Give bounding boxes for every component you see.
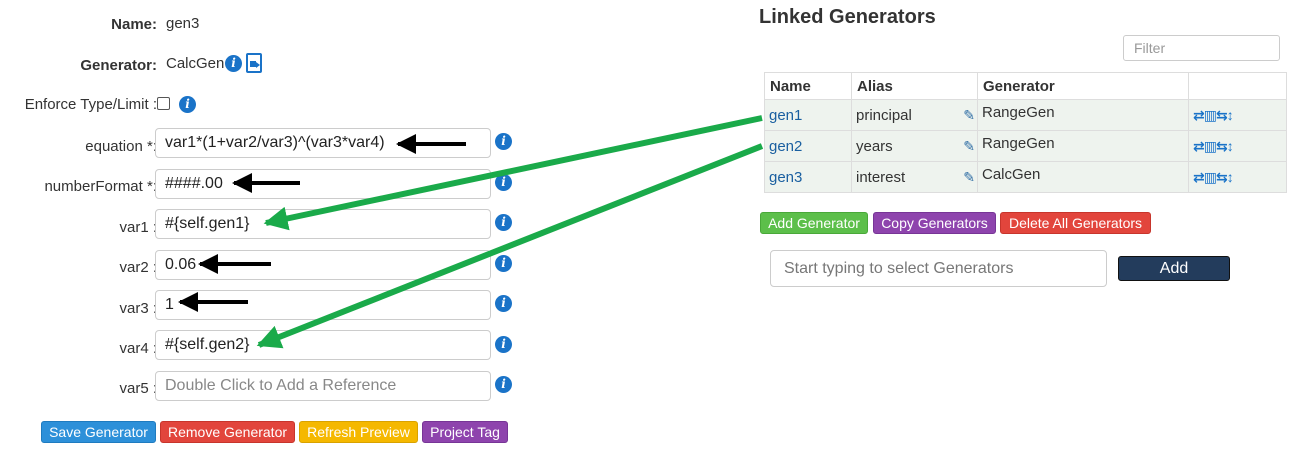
copy-generators-button[interactable]: Copy Generators (873, 212, 996, 234)
column-header-generator[interactable]: Generator (977, 72, 1189, 100)
pencil-icon[interactable]: ✎ (963, 107, 975, 123)
table-row: gen2 years ✎ RangeGen ⇄▥⇆↕ (764, 130, 1287, 162)
filter-input[interactable] (1123, 35, 1280, 61)
generator-search-input[interactable] (770, 250, 1107, 287)
generator-label: Generator: (80, 57, 157, 74)
linked-generators-table: Name Alias Generator gen1 principal ✎ Ran… (764, 72, 1287, 193)
vertical-arrows-icon[interactable]: ↕ (1226, 137, 1234, 154)
generator-link[interactable]: gen2 (769, 137, 803, 155)
var3-input[interactable] (155, 290, 491, 320)
alias-text: principal (856, 106, 912, 124)
var2-label: var2 : (119, 259, 157, 276)
info-icon[interactable]: i (495, 376, 512, 393)
exchange-icon[interactable]: ⇆ (1215, 106, 1228, 123)
info-icon[interactable]: i (495, 214, 512, 231)
name-label: Name: (111, 16, 157, 33)
info-icon[interactable]: i (495, 174, 512, 191)
trash-icon[interactable]: ▥ (1203, 168, 1217, 185)
remove-generator-button[interactable]: Remove Generator (160, 421, 295, 443)
var2-input[interactable] (155, 250, 491, 280)
generator-type: RangeGen (982, 103, 1055, 121)
linked-generators-title: Linked Generators (759, 6, 936, 28)
info-icon[interactable]: i (179, 96, 196, 113)
info-icon[interactable]: i (495, 295, 512, 312)
equation-input[interactable] (155, 128, 491, 158)
info-icon[interactable]: i (225, 55, 242, 72)
enforce-checkbox[interactable] (157, 97, 170, 110)
table-row: gen3 interest ✎ CalcGen ⇄▥⇆↕ (764, 161, 1287, 193)
var4-label: var4 : (119, 340, 157, 357)
generator-type: CalcGen (982, 165, 1041, 183)
column-header-alias[interactable]: Alias (851, 72, 978, 100)
var5-input[interactable] (155, 371, 491, 401)
info-icon[interactable]: i (495, 336, 512, 353)
pencil-icon[interactable]: ✎ (963, 138, 975, 154)
equation-label: equation *: (85, 138, 157, 155)
row-actions: ⇄▥⇆↕ (1193, 137, 1234, 154)
var1-label: var1 : (119, 219, 157, 236)
number-format-input[interactable] (155, 169, 491, 199)
swap-icon[interactable]: ⇄ (1193, 168, 1205, 185)
generator-link[interactable]: gen3 (769, 168, 803, 186)
row-actions: ⇄▥⇆↕ (1193, 168, 1234, 185)
delete-all-generators-button[interactable]: Delete All Generators (1000, 212, 1151, 234)
name-value: gen3 (166, 15, 200, 32)
var1-input[interactable] (155, 209, 491, 239)
save-generator-button[interactable]: Save Generator (41, 421, 156, 443)
trash-icon[interactable]: ▥ (1203, 106, 1217, 123)
swap-icon[interactable]: ⇄ (1193, 137, 1205, 154)
refresh-preview-button[interactable]: Refresh Preview (299, 421, 418, 443)
column-header-name[interactable]: Name (764, 72, 852, 100)
number-format-label: numberFormat *: (44, 178, 157, 195)
generator-link[interactable]: gen1 (769, 106, 803, 124)
var4-input[interactable] (155, 330, 491, 360)
pencil-icon[interactable]: ✎ (963, 169, 975, 185)
add-button[interactable]: Add (1118, 256, 1230, 281)
project-tag-button[interactable]: Project Tag (422, 421, 508, 443)
alias-text: years (856, 137, 893, 155)
generator-value: CalcGen (166, 55, 225, 72)
vertical-arrows-icon[interactable]: ↕ (1226, 106, 1234, 123)
row-actions: ⇄▥⇆↕ (1193, 106, 1234, 123)
generator-type: RangeGen (982, 134, 1055, 152)
enforce-label: Enforce Type/Limit : (24, 96, 157, 113)
column-header-actions (1188, 72, 1287, 100)
video-icon[interactable] (246, 53, 262, 73)
var5-label: var5 : (119, 380, 157, 397)
add-generator-button[interactable]: Add Generator (760, 212, 868, 234)
table-row: gen1 principal ✎ RangeGen ⇄▥⇆↕ (764, 99, 1287, 131)
info-icon[interactable]: i (495, 255, 512, 272)
swap-icon[interactable]: ⇄ (1193, 106, 1205, 123)
vertical-arrows-icon[interactable]: ↕ (1226, 168, 1234, 185)
alias-text: interest (856, 168, 906, 186)
exchange-icon[interactable]: ⇆ (1215, 137, 1228, 154)
info-icon[interactable]: i (495, 133, 512, 150)
trash-icon[interactable]: ▥ (1203, 137, 1217, 154)
var3-label: var3 : (119, 300, 157, 317)
exchange-icon[interactable]: ⇆ (1215, 168, 1228, 185)
